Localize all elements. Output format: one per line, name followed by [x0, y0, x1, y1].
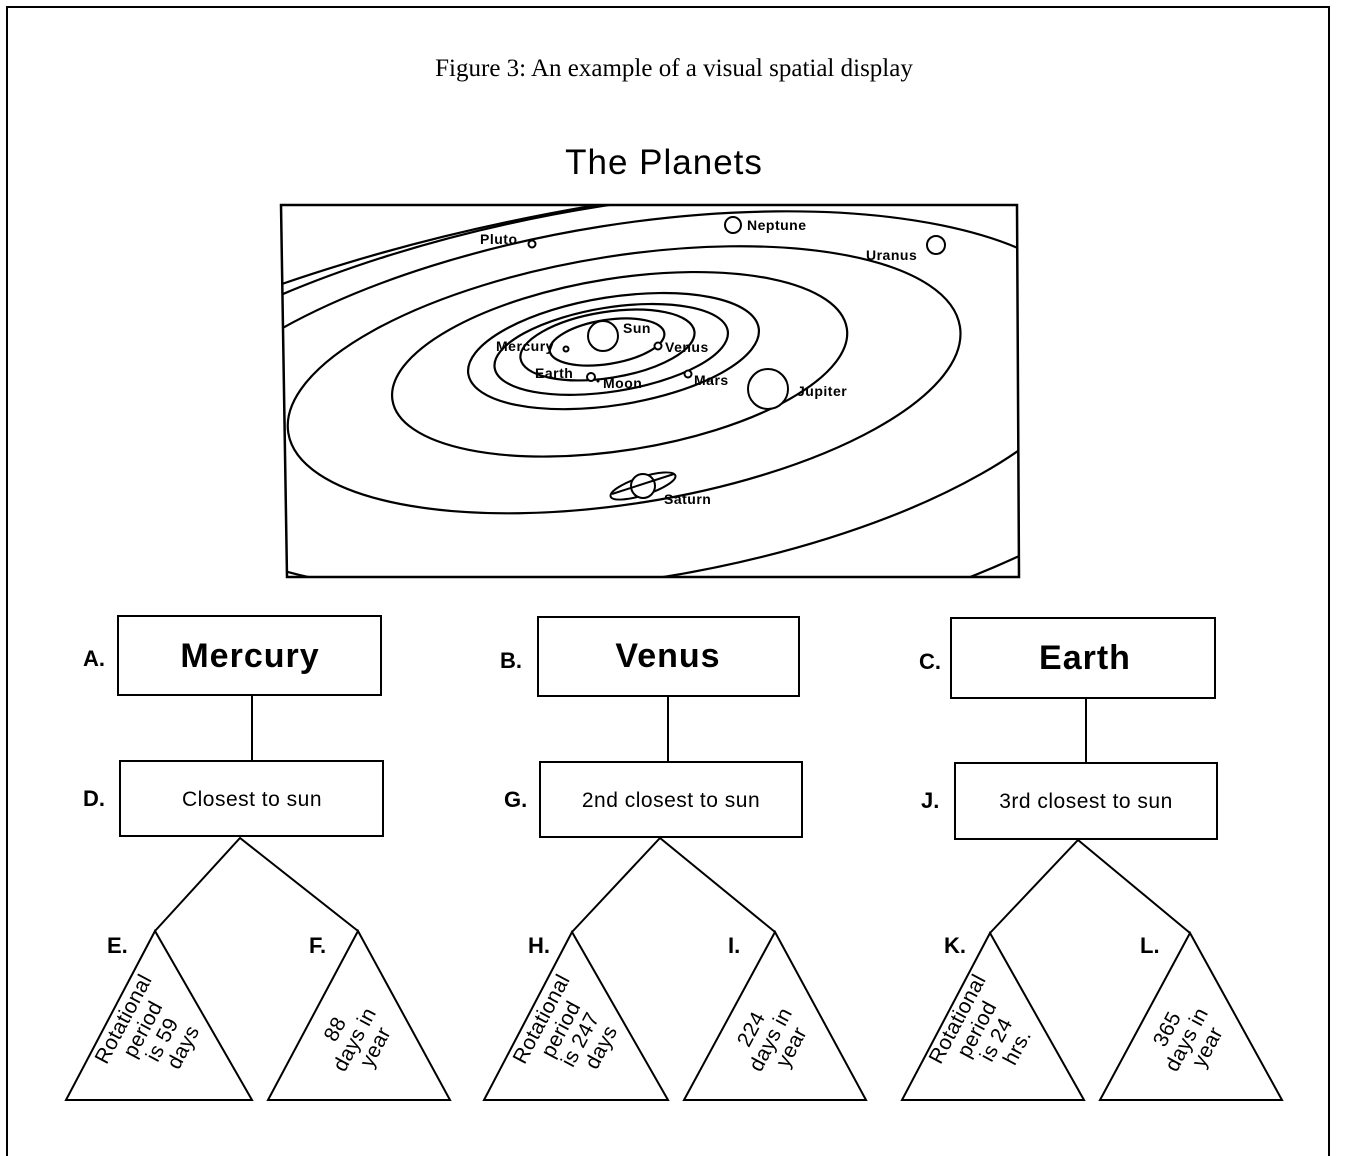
- branch-lines: [154, 836, 359, 932]
- jupiter-icon: [747, 368, 789, 410]
- saturn-icon: [609, 471, 677, 501]
- left-letter: H.: [528, 933, 550, 958]
- planet-name: Earth: [1039, 639, 1131, 677]
- tree-venus: B. Venus G. 2nd closest to sun H. Rotati…: [482, 616, 868, 1101]
- figure-caption: Figure 3: An example of a visual spatial…: [435, 55, 913, 82]
- orbit-neptune: [281, 205, 1019, 577]
- right-letter: L.: [1140, 933, 1160, 958]
- label-mars: Mars: [694, 372, 729, 388]
- left-triangle: [64, 928, 254, 1101]
- planet-box: [117, 615, 382, 696]
- branch-lines: [571, 836, 776, 933]
- branch-lines: [989, 838, 1191, 934]
- right-letter: I.: [728, 933, 740, 958]
- label-mercury: Mercury: [496, 338, 554, 354]
- label-earth: Earth: [535, 365, 573, 381]
- label-venus: Venus: [665, 339, 709, 355]
- right-text: 365 days in year: [1141, 988, 1235, 1085]
- orbit-uranus: [281, 210, 1019, 577]
- fact-letter: J.: [921, 788, 939, 813]
- orbit-saturn: [286, 245, 962, 515]
- fact-text: Closest to sun: [182, 788, 322, 811]
- fact-text: 3rd closest to sun: [999, 790, 1173, 813]
- planet-letter: B.: [500, 648, 522, 673]
- planet-name: Mercury: [180, 637, 319, 675]
- left-text: Rotational period is 24 hrs.: [925, 965, 1052, 1098]
- orbit-venus: [519, 308, 696, 382]
- label-pluto: Pluto: [480, 231, 518, 247]
- right-triangle: [1098, 930, 1284, 1101]
- label-moon: Moon: [603, 375, 642, 391]
- map-frame: [279, 203, 1021, 579]
- moon-icon: [596, 379, 600, 383]
- label-neptune: Neptune: [747, 217, 807, 233]
- orbit-jupiter: [390, 270, 849, 458]
- mars-icon: [683, 369, 693, 379]
- label-sun: Sun: [623, 320, 651, 336]
- right-triangle: [266, 928, 452, 1101]
- planet-box: [950, 617, 1216, 699]
- left-triangle: [900, 930, 1086, 1101]
- neptune-icon: [724, 216, 742, 234]
- fact-box: [954, 762, 1218, 840]
- left-letter: E.: [107, 933, 128, 958]
- fact-box: [539, 761, 803, 838]
- fact-text: 2nd closest to sun: [582, 789, 760, 812]
- earth-icon: [586, 372, 596, 382]
- map-title: The Planets: [565, 143, 763, 182]
- orbit-earth: [493, 302, 730, 396]
- solar-system-map: Pluto Neptune Uranus Sun Mercury Venus E…: [279, 203, 1021, 579]
- figure-border: [6, 6, 1330, 1156]
- uranus-icon: [926, 235, 946, 255]
- left-triangle: [482, 929, 670, 1101]
- mercury-icon: [562, 345, 570, 353]
- planet-name: Venus: [615, 637, 720, 675]
- label-jupiter: Jupiter: [797, 383, 847, 399]
- fact-letter: G.: [504, 787, 527, 812]
- planet-letter: A.: [83, 646, 105, 671]
- label-saturn: Saturn: [664, 491, 711, 507]
- tree-mercury: A. Mercury D. Closest to sun E. Rotation…: [64, 615, 452, 1101]
- planet-letter: C.: [919, 649, 941, 674]
- orbit-mars: [466, 291, 761, 411]
- venus-icon: [653, 341, 663, 351]
- fact-box: [119, 760, 384, 837]
- left-letter: K.: [944, 933, 966, 958]
- pluto-icon: [527, 239, 537, 249]
- fact-letter: D.: [83, 786, 105, 811]
- label-uranus: Uranus: [866, 247, 917, 263]
- planet-box: [537, 616, 800, 697]
- right-letter: F.: [309, 933, 326, 958]
- tree-earth: C. Earth J. 3rd closest to sun K. Rotati…: [900, 617, 1284, 1101]
- right-triangle: [682, 929, 868, 1101]
- sun-icon: [587, 320, 619, 352]
